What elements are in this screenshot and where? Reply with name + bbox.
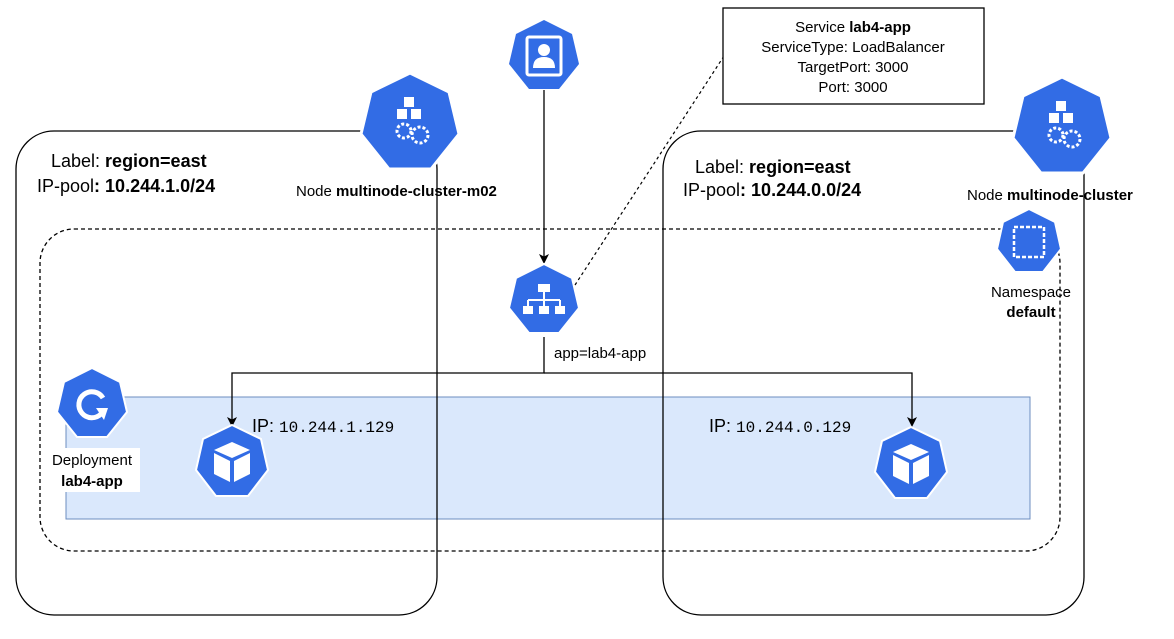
service-info-targetport: TargetPort: 3000 bbox=[798, 59, 909, 76]
service-info-box bbox=[722, 7, 985, 105]
node-left-name: Node multinode-cluster-m02 bbox=[296, 183, 497, 200]
pod-right-icon bbox=[873, 425, 949, 499]
deployment-label-bg bbox=[44, 448, 140, 492]
deployment-title: Deployment bbox=[52, 452, 133, 469]
node-right-ip-pool: IP-pool: 10.244.0.0/24 bbox=[683, 180, 861, 200]
pod-left-icon bbox=[194, 423, 270, 497]
service-to-pod-left-arrow bbox=[227, 337, 545, 427]
namespace-name: default bbox=[1006, 304, 1055, 321]
node-right-icon bbox=[1011, 75, 1113, 175]
pod-right-ip: IP: 10.244.0.129 bbox=[709, 416, 851, 437]
node-right-label: Label: region=east bbox=[695, 157, 851, 177]
pod-left-ip: IP: 10.244.1.129 bbox=[252, 416, 394, 437]
namespace-title: Namespace bbox=[991, 284, 1071, 301]
user-icon bbox=[509, 20, 579, 89]
node-left-label: Label: region=east bbox=[51, 151, 207, 171]
namespace-boundary bbox=[39, 228, 1061, 552]
service-icon bbox=[507, 262, 581, 334]
node-right-name: Node multinode-cluster bbox=[967, 187, 1133, 204]
service-info-port: Port: 3000 bbox=[818, 79, 887, 96]
deployment-icon bbox=[55, 366, 129, 438]
service-info-type: ServiceType: LoadBalancer bbox=[761, 39, 944, 56]
deployment-name: lab4-app bbox=[61, 473, 123, 490]
node-left-ip-pool: IP-pool: 10.244.1.0/24 bbox=[37, 176, 215, 196]
service-info-line1: Service lab4-app bbox=[795, 19, 911, 36]
node-left-icon bbox=[359, 71, 461, 171]
service-to-pod-right-arrow bbox=[544, 372, 917, 427]
namespace-icon bbox=[995, 207, 1063, 273]
service-selector-label: app=lab4-app bbox=[554, 345, 646, 362]
